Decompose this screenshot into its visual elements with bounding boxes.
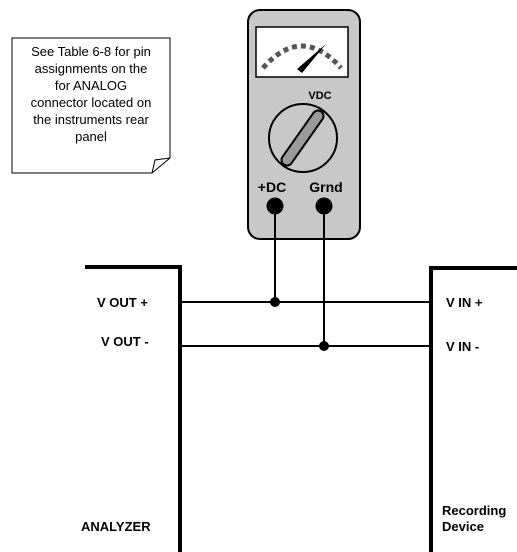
note-line-6: panel <box>75 129 107 144</box>
note-line-3: for ANALOG <box>55 78 127 93</box>
ground-terminal-label: Grnd <box>309 179 342 195</box>
recording-device-box: V IN + V IN - Recording Device <box>429 266 517 552</box>
note-fold <box>151 157 171 174</box>
recorder-vin-minus-label: V IN - <box>446 339 479 354</box>
recorder-name-line1: Recording <box>442 503 506 518</box>
note-line-1: See Table 6-8 for pin <box>31 44 151 59</box>
recorder-outline <box>429 266 517 552</box>
positive-junction-dot <box>270 297 280 307</box>
note-box <box>11 37 171 174</box>
note-line-2: assignments on the <box>35 61 148 76</box>
positive-terminal-label: +DC <box>258 179 286 195</box>
meter-scale-icon <box>261 43 343 70</box>
recorder-vin-plus-label: V IN + <box>446 295 483 310</box>
negative-junction-dot <box>319 341 329 351</box>
analyzer-box: V OUT + V OUT - ANALYZER <box>81 265 182 552</box>
analyzer-outline <box>85 265 182 552</box>
note-line-5: the instruments rear <box>33 112 149 127</box>
meter-needle-icon <box>297 44 326 73</box>
analyzer-vout-plus-label: V OUT + <box>97 295 148 310</box>
note-line-4: connector located on <box>31 95 152 110</box>
multimeter: VDC +DC Grnd <box>247 9 361 240</box>
note-callout: See Table 6-8 for pin assignments on the… <box>11 37 171 174</box>
analyzer-vout-minus-label: V OUT - <box>101 334 149 349</box>
selector-knob-icon[interactable] <box>268 103 338 173</box>
analyzer-name-label: ANALYZER <box>81 519 151 534</box>
meter-mode-label: VDC <box>308 90 331 102</box>
recorder-name-line2: Device <box>442 519 484 534</box>
